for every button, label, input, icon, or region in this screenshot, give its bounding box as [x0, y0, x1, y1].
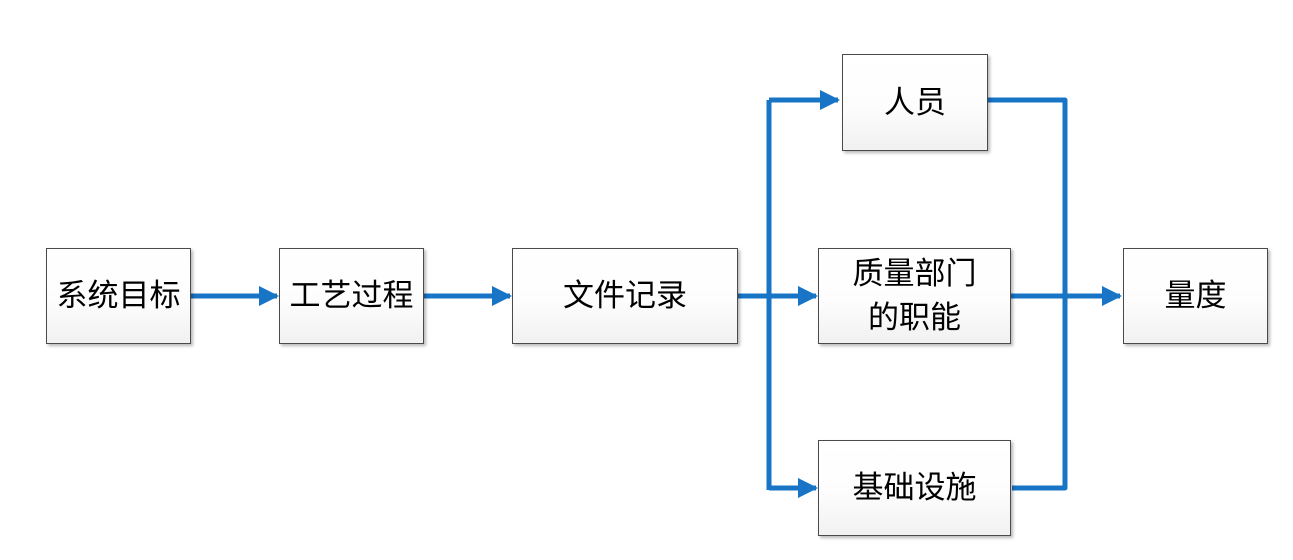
node-documentation-label: 文件记录 — [563, 278, 687, 314]
line-personnel-to-merge — [988, 97, 1068, 296]
line-infrastructure-to-merge — [1012, 296, 1068, 491]
node-personnel-label: 人员 — [884, 84, 946, 121]
node-personnel: 人员 — [842, 54, 988, 151]
node-system-goal: 系统目标 — [46, 248, 191, 344]
node-documentation: 文件记录 — [512, 248, 738, 344]
node-quality-function-label: 质量部门 的职能 — [852, 256, 977, 336]
node-measure: 量度 — [1123, 248, 1268, 344]
node-quality-function: 质量部门 的职能 — [818, 248, 1011, 344]
node-measure-label: 量度 — [1164, 278, 1227, 314]
node-process-label: 工艺过程 — [289, 278, 414, 314]
node-system-goal-label: 系统目标 — [56, 278, 181, 314]
node-infrastructure-label: 基础设施 — [852, 470, 977, 506]
node-process: 工艺过程 — [279, 248, 424, 344]
node-infrastructure: 基础设施 — [818, 440, 1011, 536]
